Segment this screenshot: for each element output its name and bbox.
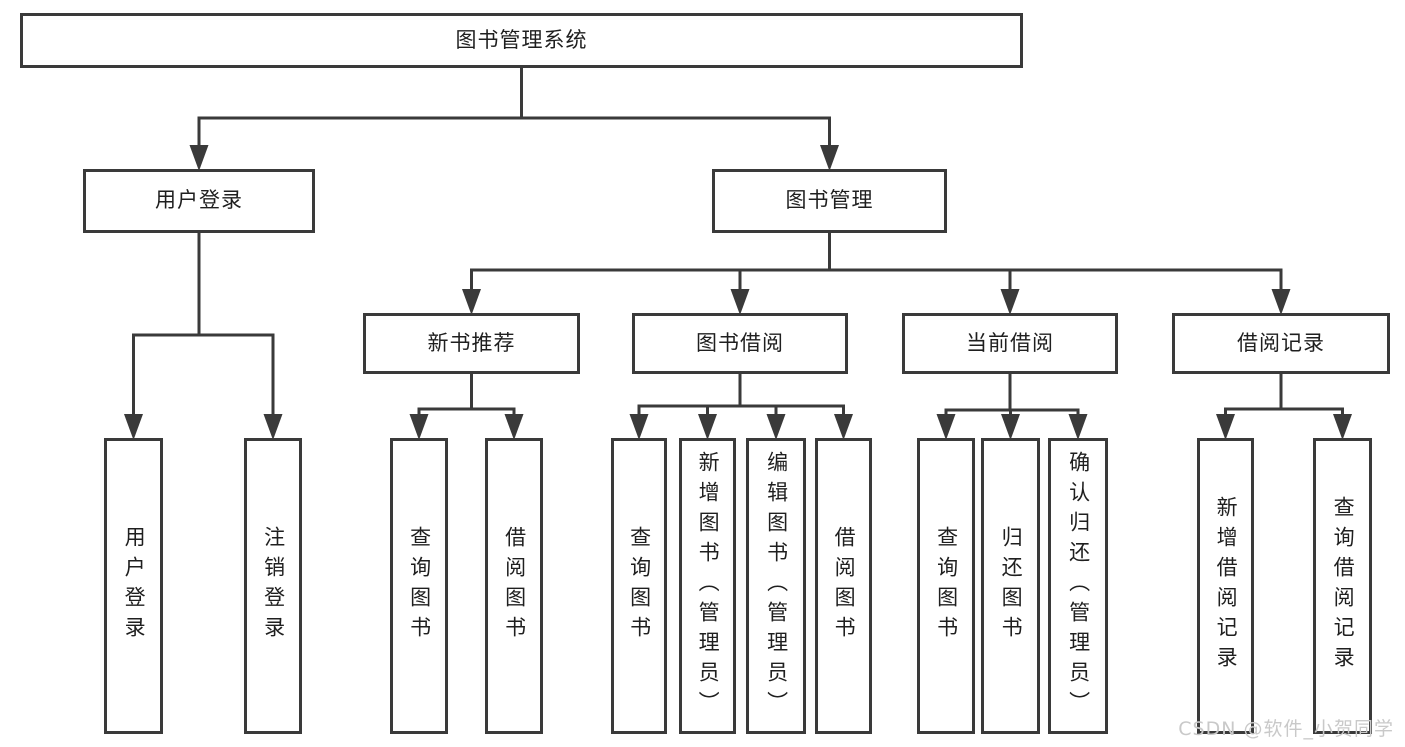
node-book-mgmt: 图书管理	[712, 169, 947, 233]
arrowhead-icon	[834, 414, 853, 440]
arrowhead-icon	[409, 414, 429, 440]
node-label-v-query-book-2: 查询图书	[627, 526, 652, 646]
node-v-add-borrow-record: 新增借阅记录	[1197, 438, 1254, 734]
node-label-v-query-book-3: 查询图书	[934, 526, 959, 646]
node-label-v-user-login: 用户登录	[122, 526, 147, 646]
arrowhead-icon	[766, 414, 786, 440]
node-label-v-return-book: 归还图书	[999, 526, 1024, 646]
arrowhead-icon	[1001, 414, 1020, 440]
node-label-v-query-book-1: 查询图书	[407, 526, 432, 646]
node-v-query-book-3: 查询图书	[917, 438, 975, 734]
node-v-user-login: 用户登录	[104, 438, 163, 734]
arrowhead-icon	[189, 145, 209, 171]
node-label-v-add-borrow-record: 新增借阅记录	[1214, 496, 1239, 676]
node-user-login: 用户登录	[83, 169, 315, 233]
node-v-query-book-1: 查询图书	[390, 438, 448, 734]
node-v-return-book: 归还图书	[981, 438, 1040, 734]
node-v-query-book-2: 查询图书	[611, 438, 667, 734]
arrowhead-icon	[936, 414, 956, 440]
node-root: 图书管理系统	[20, 13, 1023, 68]
node-label-v-query-borrow-record: 查询借阅记录	[1331, 496, 1356, 676]
arrowhead-icon	[504, 414, 524, 440]
watermark: CSDN @软件_小贺同学	[1178, 718, 1394, 740]
arrowhead-icon	[1000, 289, 1020, 315]
node-label-current-borrow: 当前借阅	[966, 330, 1054, 355]
node-label-v-logout: 注销登录	[261, 526, 286, 646]
node-v-edit-book: 编辑图书（管理员）	[746, 438, 806, 734]
node-current-borrow: 当前借阅	[902, 313, 1118, 374]
arrowhead-icon	[820, 145, 839, 171]
node-label-new-book-rec: 新书推荐	[427, 330, 516, 355]
node-label-v-borrow-book-2: 借阅图书	[832, 526, 857, 646]
node-label-v-borrow-book-1: 借阅图书	[502, 526, 527, 646]
arrowhead-icon	[1333, 414, 1352, 440]
arrowhead-icon	[124, 414, 143, 440]
node-label-v-add-book: 新增图书（管理员）	[696, 451, 721, 721]
node-v-add-book: 新增图书（管理员）	[679, 438, 736, 734]
arrowhead-icon	[698, 414, 717, 440]
node-label-v-edit-book: 编辑图书（管理员）	[764, 451, 789, 721]
node-v-query-borrow-record: 查询借阅记录	[1313, 438, 1372, 734]
node-label-user-login: 用户登录	[155, 188, 243, 213]
node-v-confirm-return: 确认归还（管理员）	[1048, 438, 1108, 734]
arrowhead-icon	[1068, 414, 1088, 440]
arrowhead-icon	[1271, 289, 1291, 315]
arrowhead-icon	[1216, 414, 1235, 440]
node-borrow-records: 借阅记录	[1172, 313, 1390, 374]
node-v-borrow-book-2: 借阅图书	[815, 438, 872, 734]
node-label-book-mgmt: 图书管理	[785, 188, 874, 213]
arrowhead-icon	[263, 414, 283, 440]
arrowhead-icon	[629, 414, 649, 440]
node-label-v-confirm-return: 确认归还（管理员）	[1066, 451, 1091, 721]
node-label-book-borrow: 图书借阅	[696, 330, 784, 355]
arrowhead-icon	[730, 289, 750, 315]
node-book-borrow: 图书借阅	[632, 313, 848, 374]
node-v-logout: 注销登录	[244, 438, 302, 734]
arrowhead-icon	[462, 289, 481, 315]
node-label-root: 图书管理系统	[455, 27, 588, 52]
node-new-book-rec: 新书推荐	[363, 313, 580, 374]
node-v-borrow-book-1: 借阅图书	[485, 438, 543, 734]
node-label-borrow-records: 借阅记录	[1237, 330, 1325, 355]
